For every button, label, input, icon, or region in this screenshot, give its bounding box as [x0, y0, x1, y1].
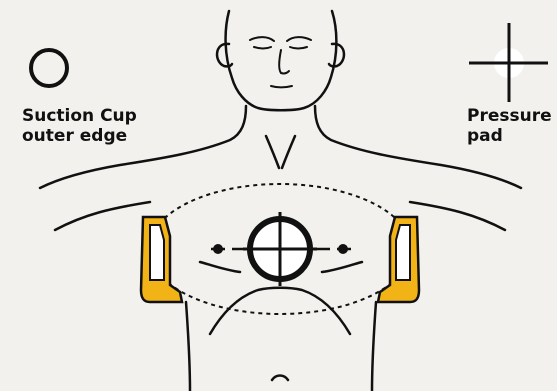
left-yellow-pad [141, 217, 182, 302]
right-yellow-pad [378, 217, 419, 302]
face [250, 37, 311, 87]
pressure-pad-line1: Pressure [467, 106, 552, 126]
pressure-pad-line2: pad [467, 126, 552, 146]
pressure-pad-marker [211, 212, 351, 286]
circle-outline-icon [31, 50, 67, 86]
suction-cup-label: Suction Cup outer edge [22, 106, 137, 146]
suction-cup-line2: outer edge [22, 126, 137, 146]
suction-cup-line1: Suction Cup [22, 106, 137, 126]
crosshair-icon [469, 23, 548, 102]
torso-outline [40, 11, 521, 391]
pressure-pad-label: Pressure pad [467, 106, 552, 146]
